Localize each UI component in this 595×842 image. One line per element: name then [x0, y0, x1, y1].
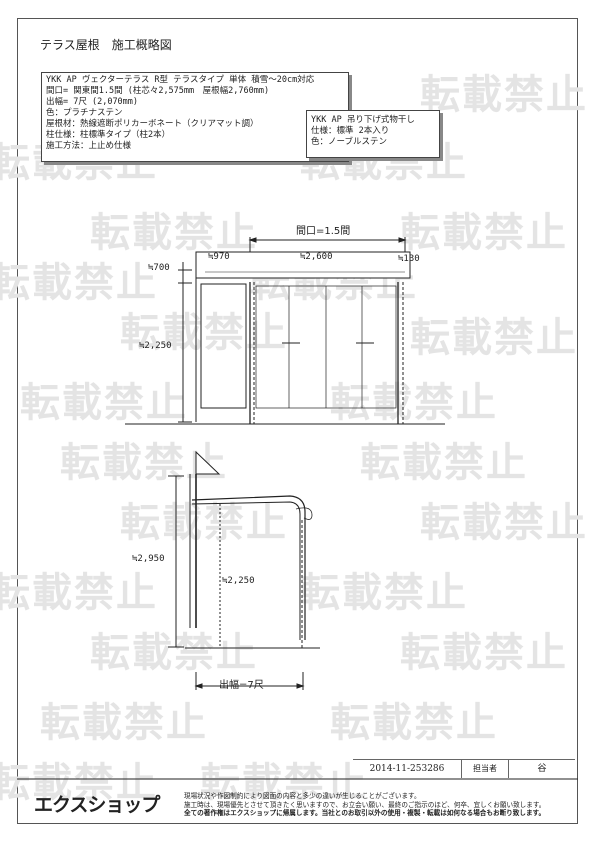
front-dim-2600: ≒2,600 — [300, 252, 333, 262]
watermark: 転載禁止 — [0, 570, 158, 616]
spec-line: YKK AP ヴェクターテラス R型 テラスタイプ 単体 積雪～20cm対応 — [46, 75, 315, 85]
front-width-label: 間口=1.5間 — [296, 226, 351, 237]
spec-line: 間口= 関東間1.5間 (柱芯々2,575mm 屋根幅2,760mm) — [46, 86, 270, 96]
front-height-2250: ≒2,250 — [139, 341, 172, 351]
spec-line: 柱仕様：柱標準タイプ（柱2本） — [46, 130, 171, 140]
option-box: YKK AP 吊り下げ式物干し 仕様：標準 2本入り 色：ノーブルステン — [306, 110, 440, 158]
watermark: 転載禁止 — [90, 210, 258, 256]
watermark: 転載禁止 — [120, 500, 288, 546]
spec-line: 色：プラチナステン — [46, 108, 123, 118]
option-line: YKK AP 吊り下げ式物干し — [311, 115, 415, 125]
watermark: 転載禁止 — [0, 260, 158, 306]
option-line: 色：ノーブルステン — [311, 137, 387, 147]
spec-line: 屋根材：熱線遮断ポリカーボネート（クリアマット調） — [46, 119, 259, 129]
watermark: 転載禁止 — [400, 210, 568, 256]
page-frame — [17, 18, 578, 824]
spec-line: 施工方法：上止め仕様 — [46, 141, 132, 151]
watermark: 転載禁止 — [410, 315, 578, 361]
side-height-2950: ≒2,950 — [132, 554, 165, 564]
front-elevation — [125, 237, 445, 425]
note-line: 施工時は、現場優先とさせて頂きたく思いますので、お立会い願い、最終のご指示のほど… — [184, 800, 546, 809]
watermark: 転載禁止 — [420, 72, 588, 118]
page-title: テラス屋根 施工概略図 — [40, 38, 172, 52]
footer-notes: 現場状況や作図制約により図面の内容と多少の違いが生じることがございます。 施工時… — [184, 792, 545, 818]
watermark: 転載禁止 — [420, 500, 588, 546]
person-name: 谷 — [537, 764, 547, 774]
watermark: 転載禁止 — [90, 630, 258, 676]
note-line: 全ての著作権はエクスショップに帰属します。当社とのお取引以外の使用・複製・転載は… — [184, 809, 546, 818]
watermark: 転載禁止 — [200, 760, 368, 806]
side-depth-label: 出幅=7尺 — [219, 680, 264, 691]
watermark: 転載禁止 — [120, 310, 288, 356]
note-line: 現場状況や作図制約により図面の内容と多少の違いが生じることがございます。 — [184, 792, 421, 800]
watermark: 転載禁止 — [0, 760, 158, 806]
side-section — [168, 450, 320, 690]
watermark: 転載禁止 — [360, 440, 528, 486]
watermark: 転載禁止 — [400, 630, 568, 676]
footer-info-row: 2014-11-253286 担当者 谷 — [353, 759, 575, 778]
front-height-700: ≒700 — [148, 263, 170, 273]
watermark: 転載禁止 — [300, 570, 468, 616]
front-dim-970: ≒970 — [208, 252, 230, 262]
spec-box: YKK AP ヴェクターテラス R型 テラスタイプ 単体 積雪～20cm対応 間… — [41, 72, 349, 162]
watermark: 転載禁止 — [20, 380, 188, 426]
spec-line: 出幅= 7尺 (2,070mm) — [46, 97, 139, 107]
person-label: 担当者 — [462, 760, 509, 778]
company-logo: エクスショップ — [34, 794, 160, 816]
option-line: 仕様：標準 2本入り — [311, 126, 390, 136]
watermark: 転載禁止 — [330, 380, 498, 426]
watermark: 転載禁止 — [40, 700, 208, 746]
order-number: 2014-11-253286 — [353, 760, 462, 778]
side-height-2250: ≒2,250 — [222, 576, 255, 586]
front-dim-130: ≒130 — [398, 254, 420, 264]
watermark: 転載禁止 — [330, 700, 498, 746]
